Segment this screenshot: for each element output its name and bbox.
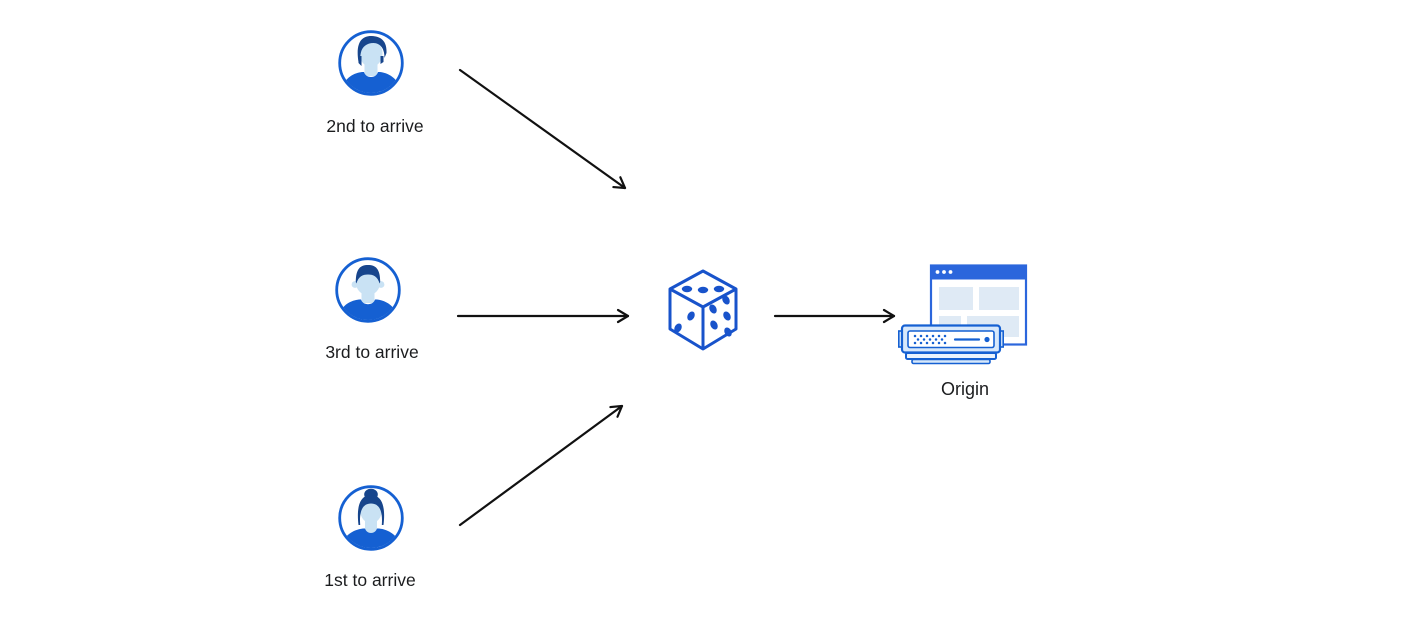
arrow-client2nd-to-dice [458,68,627,190]
server-icon [898,324,1004,365]
avatar-man-sidepart-icon [338,30,404,96]
label-client-1st-to-arrive: 1st to arrive [324,570,416,590]
label-origin: Origin [940,379,990,399]
label-client-2nd-to-arrive: 2nd to arrive [326,116,424,136]
avatar-woman-bun-icon [338,485,404,551]
avatar-man-flattop-icon [335,257,401,323]
node-client-1st-to-arrive [338,485,404,551]
browser-window-icon [929,264,1028,346]
node-client-3rd-to-arrive [335,257,401,323]
dice-icon [668,269,738,351]
node-client-2nd-to-arrive [338,30,404,96]
label-client-3rd-to-arrive: 3rd to arrive [325,342,419,362]
origin-server-icon [898,264,1028,365]
node-random-selector [665,266,741,354]
node-origin [898,262,1030,366]
arrow-client1st-to-dice [458,404,624,527]
